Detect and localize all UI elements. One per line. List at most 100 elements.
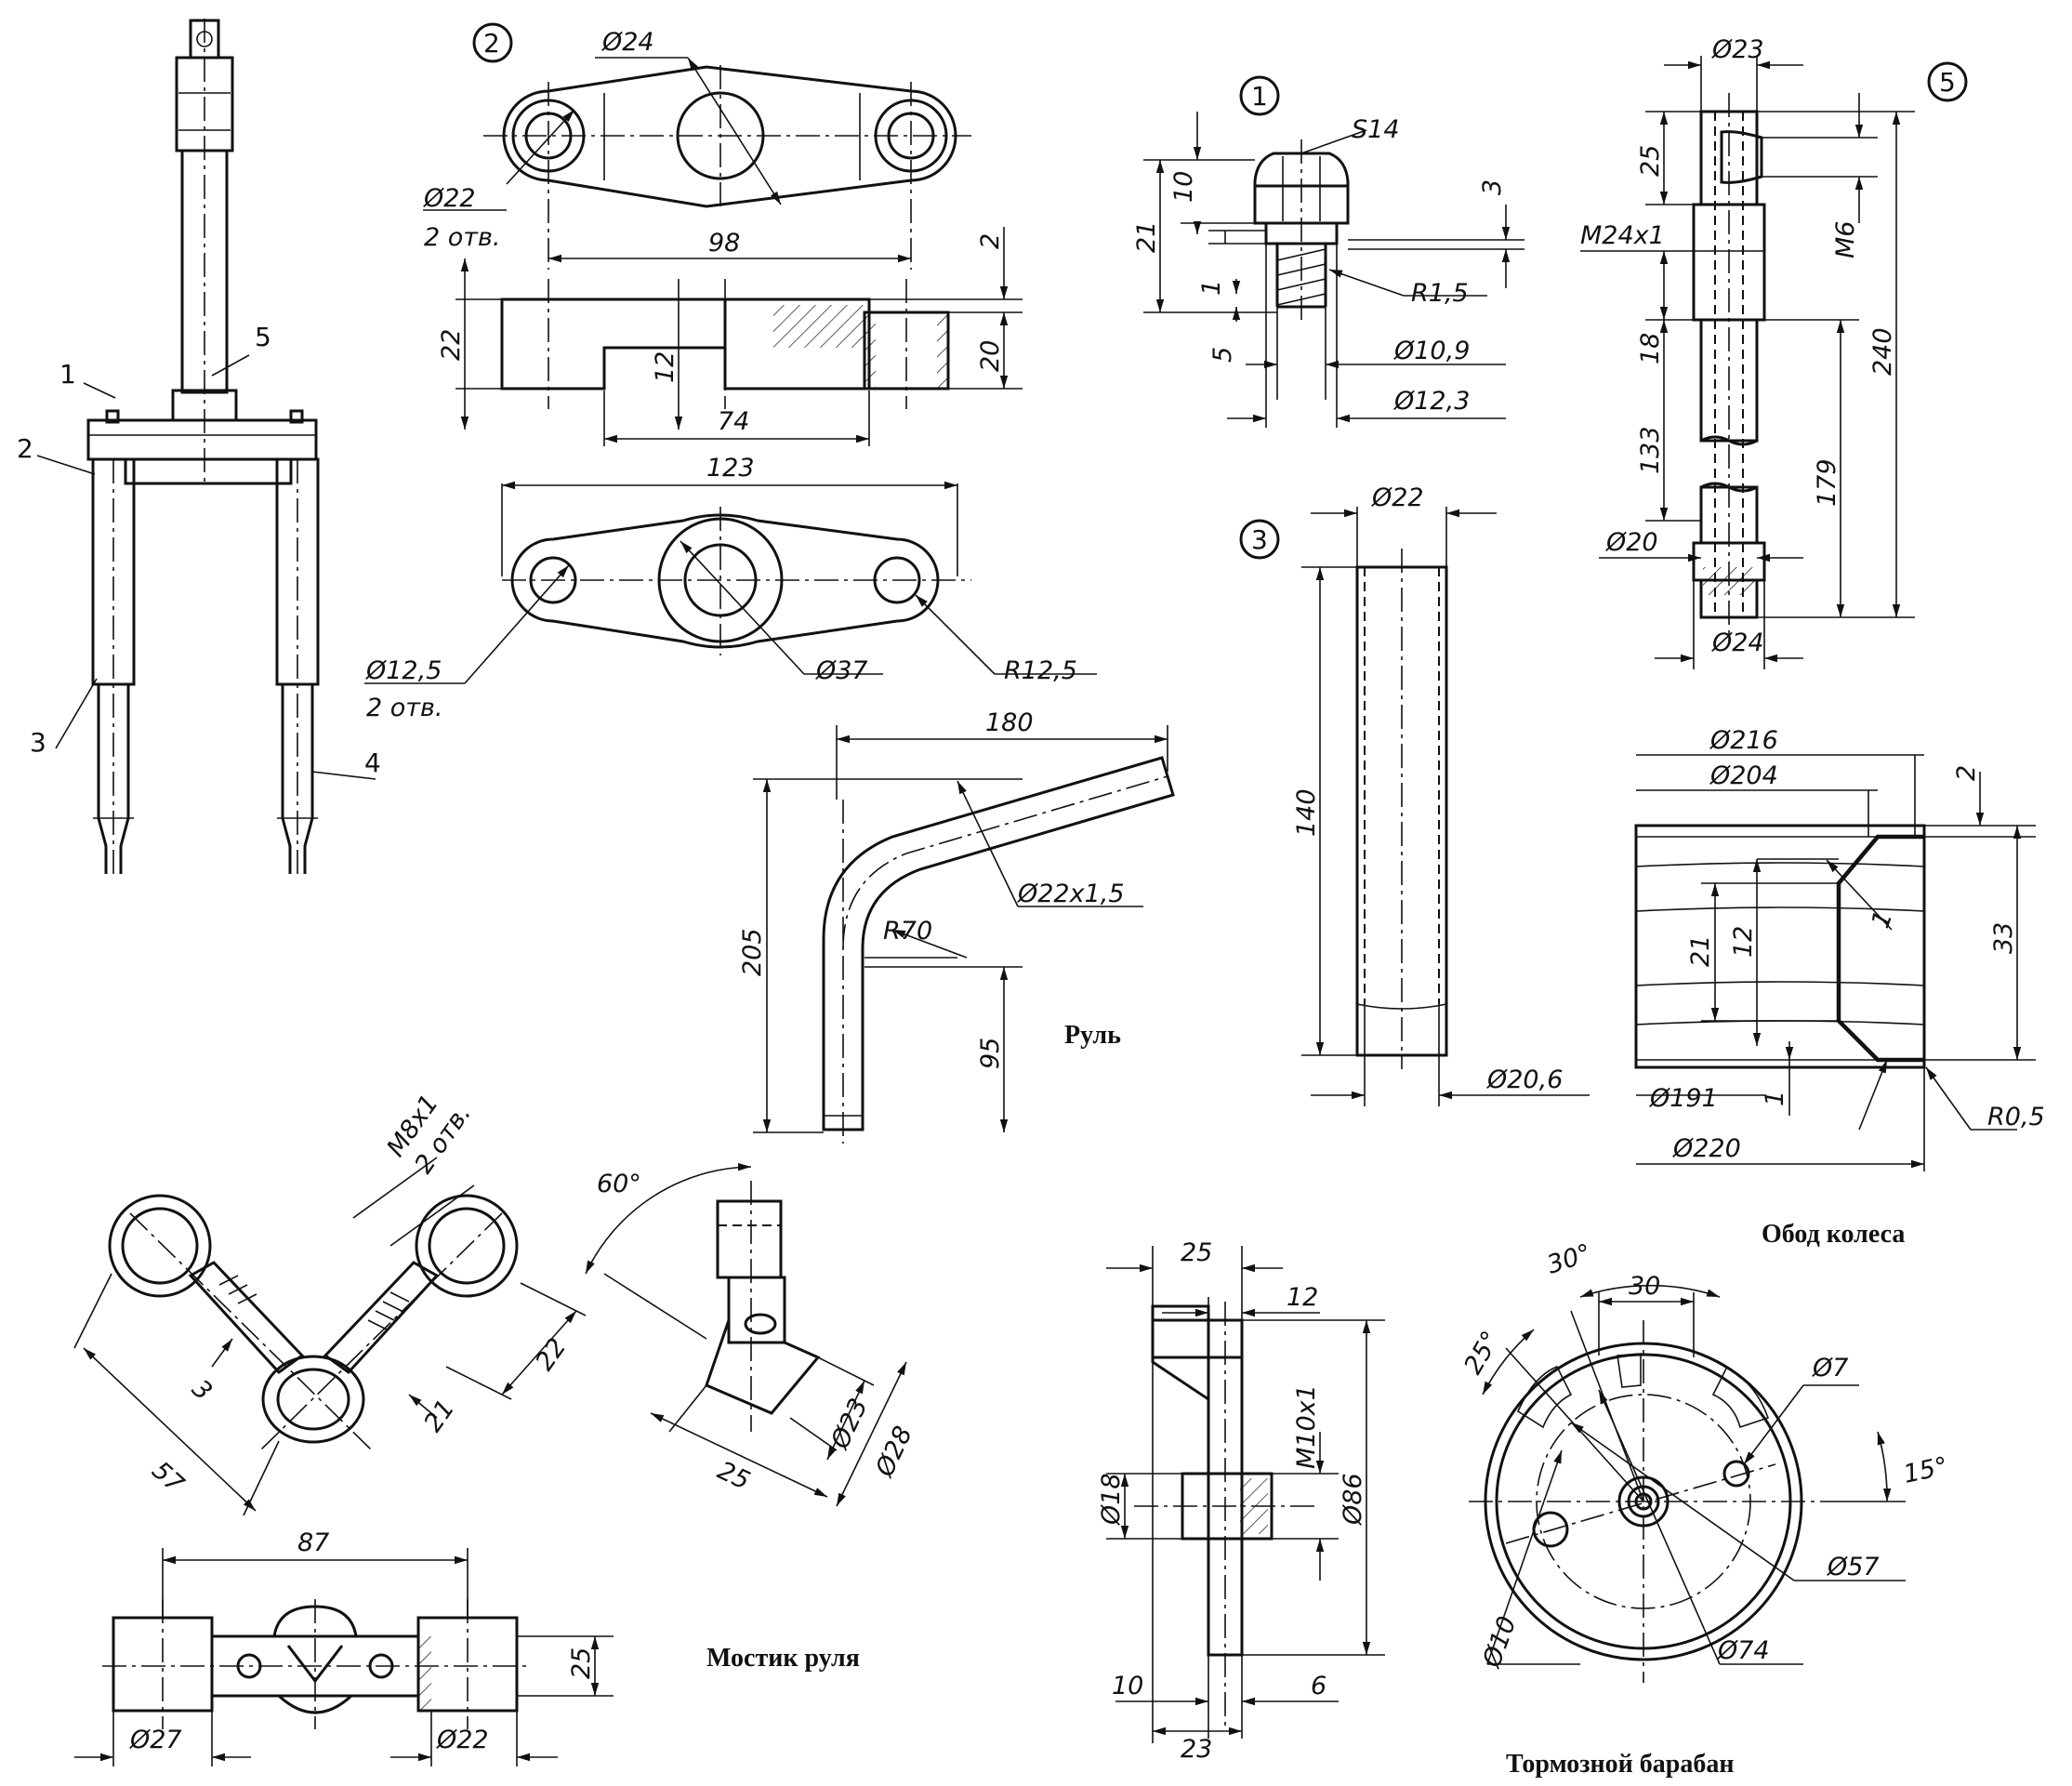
part-3-tube: 3 Ø22 140 Ø20,6 bbox=[1239, 483, 1590, 1106]
dim-p5-m24: M24x1 bbox=[1580, 221, 1665, 250]
part-marker-2: 2 bbox=[483, 28, 500, 59]
dim-br-d27: Ø27 bbox=[129, 1726, 182, 1754]
fork-assembly-view: 1 2 3 4 5 bbox=[17, 19, 381, 874]
dim-p5-m6: M6 bbox=[1831, 221, 1860, 258]
dim-br-h25: 25 bbox=[567, 1647, 596, 1679]
dim-h10: 10 bbox=[1169, 171, 1198, 203]
dim-dr-l10: 10 bbox=[1112, 1672, 1143, 1700]
dim-d24: Ø24 bbox=[601, 28, 654, 57]
dim-p5-h133: 133 bbox=[1636, 426, 1665, 474]
dim-dr-l12: 12 bbox=[1287, 1283, 1318, 1312]
dim-d10-9: Ø10,9 bbox=[1393, 337, 1470, 365]
dim-br-h21: 21 bbox=[418, 1395, 460, 1437]
dim-p5-h25: 25 bbox=[1636, 145, 1665, 177]
dim-p3-l140: 140 bbox=[1292, 788, 1321, 837]
dim-d22: Ø22 bbox=[423, 184, 476, 213]
dim-rim-d191: Ø191 bbox=[1649, 1084, 1718, 1113]
dim-98: 98 bbox=[708, 229, 740, 258]
dim-dr-m10: M10x1 bbox=[1292, 1384, 1321, 1469]
dim-hb-205: 205 bbox=[738, 928, 767, 976]
dim-h21: 21 bbox=[1132, 221, 1161, 253]
dim-d12-5: Ø12,5 bbox=[365, 656, 442, 685]
dim-dr-d57: Ø57 bbox=[1827, 1553, 1880, 1581]
dim-d22-holes: 2 отв. bbox=[424, 223, 501, 252]
dim-br-a60: 60° bbox=[597, 1170, 641, 1198]
dim-br-d22: Ø22 bbox=[436, 1726, 489, 1754]
brake-drum-view: 25 12 M10x1 Ø18 Ø86 10 6 23 bbox=[1097, 1238, 1950, 1779]
dim-dr-d7: Ø7 bbox=[1812, 1354, 1848, 1382]
dim-h3: 3 bbox=[1478, 179, 1507, 195]
dim-d12-3: Ø12,3 bbox=[1393, 387, 1470, 416]
dim-h2: 2 bbox=[976, 233, 1005, 249]
dim-123: 123 bbox=[706, 454, 755, 483]
part-marker-5: 5 bbox=[1939, 67, 1956, 98]
dim-p5-d24: Ø24 bbox=[1711, 628, 1764, 657]
dim-hb-d22x1-5: Ø22x1,5 bbox=[1017, 880, 1125, 908]
caption-handlebar: Руль bbox=[1064, 1021, 1121, 1050]
dim-h5: 5 bbox=[1208, 347, 1237, 363]
part-1-bolt: 1 S14 21 10 1 5 3 R1,5 bbox=[1132, 75, 1524, 428]
dim-dr-d74: Ø74 bbox=[1717, 1636, 1770, 1665]
dim-rim-r0-5: R0,5 bbox=[1987, 1103, 2045, 1131]
dim-p5-d20: Ø20 bbox=[1605, 528, 1658, 557]
wheel-rim-section: Ø216 Ø204 2 33 21 12 1 Ø191 1 R0,5 Ø220 … bbox=[1634, 726, 2045, 1249]
dim-dr-l6: 6 bbox=[1311, 1672, 1326, 1700]
dim-br-d28: Ø28 bbox=[870, 1422, 918, 1481]
dim-p5-h18: 18 bbox=[1636, 333, 1665, 364]
handlebar-bridge-view: 57 3 M8x1 2 отв. 22 21 60° 25 Ø23 Ø28 bbox=[73, 1090, 918, 1766]
dim-d37: Ø37 bbox=[815, 656, 868, 685]
dim-dr-l25: 25 bbox=[1181, 1238, 1212, 1267]
fork-label-5: 5 bbox=[255, 322, 271, 352]
dim-br-57: 57 bbox=[146, 1456, 189, 1499]
caption-rim: Обод колеса bbox=[1762, 1220, 1905, 1249]
dim-dr-l23: 23 bbox=[1181, 1735, 1212, 1764]
dim-dr-d86: Ø86 bbox=[1339, 1473, 1367, 1526]
dim-rim-d216: Ø216 bbox=[1709, 726, 1778, 755]
fork-label-2: 2 bbox=[17, 433, 33, 464]
dim-rim-b1: 1 bbox=[1761, 1091, 1789, 1106]
dim-rim-h12: 12 bbox=[1729, 926, 1758, 958]
dim-p5-h179: 179 bbox=[1813, 458, 1841, 507]
dim-dr-a30: 30° bbox=[1544, 1238, 1595, 1279]
dim-p5-h240: 240 bbox=[1868, 327, 1897, 376]
caption-bridge: Мостик руля bbox=[706, 1644, 860, 1673]
dim-h12: 12 bbox=[651, 351, 680, 383]
dim-s14: S14 bbox=[1352, 115, 1400, 144]
dim-rim-h33: 33 bbox=[1989, 922, 2018, 954]
dim-br-h22: 22 bbox=[530, 1333, 572, 1376]
caption-drum: Тормозной барабан bbox=[1506, 1750, 1735, 1779]
part-marker-1: 1 bbox=[1251, 81, 1268, 112]
dim-h1: 1 bbox=[1197, 280, 1226, 296]
dim-h20: 20 bbox=[976, 340, 1005, 372]
dim-p5-d23: Ø23 bbox=[1711, 35, 1764, 64]
dim-p3-d22: Ø22 bbox=[1371, 483, 1424, 512]
dim-dr-d18: Ø18 bbox=[1097, 1473, 1126, 1526]
dim-dr-a25: 25° bbox=[1458, 1327, 1506, 1380]
dim-hb-180: 180 bbox=[985, 708, 1034, 737]
dim-rim-h21: 21 bbox=[1686, 935, 1715, 967]
dim-rim-d204: Ø204 bbox=[1709, 761, 1778, 790]
dim-hb-95: 95 bbox=[976, 1038, 1005, 1069]
dim-rim-t1: 1 bbox=[1866, 907, 1898, 933]
fork-label-3: 3 bbox=[30, 727, 46, 758]
dim-rim-h2: 2 bbox=[1952, 765, 1981, 781]
dim-74: 74 bbox=[718, 407, 749, 436]
dim-p3-d20-6: Ø20,6 bbox=[1486, 1065, 1563, 1094]
handlebar-view: 180 205 Ø22x1,5 R70 95 Руль bbox=[738, 708, 1175, 1144]
fork-label-4: 4 bbox=[364, 747, 381, 778]
dim-h22: 22 bbox=[437, 329, 466, 361]
dim-dr-l30: 30 bbox=[1629, 1272, 1660, 1301]
dim-dr-a15: 15° bbox=[1901, 1452, 1950, 1489]
part-5-steering-tube: 5 Ø23 25 M6 M24x1 18 133 bbox=[1580, 35, 1968, 669]
dim-br-l25: 25 bbox=[713, 1456, 754, 1496]
dim-dr-d10: Ø10 bbox=[1477, 1613, 1522, 1673]
part-marker-3: 3 bbox=[1251, 524, 1268, 555]
dim-rim-d220: Ø220 bbox=[1672, 1134, 1741, 1163]
dim-br-87: 87 bbox=[297, 1528, 329, 1557]
dim-r1-5: R1,5 bbox=[1411, 279, 1469, 308]
dim-r12-5: R12,5 bbox=[1004, 656, 1077, 685]
dim-d12-5-holes: 2 отв. bbox=[366, 694, 443, 722]
dim-br-h3: 3 bbox=[186, 1374, 218, 1407]
